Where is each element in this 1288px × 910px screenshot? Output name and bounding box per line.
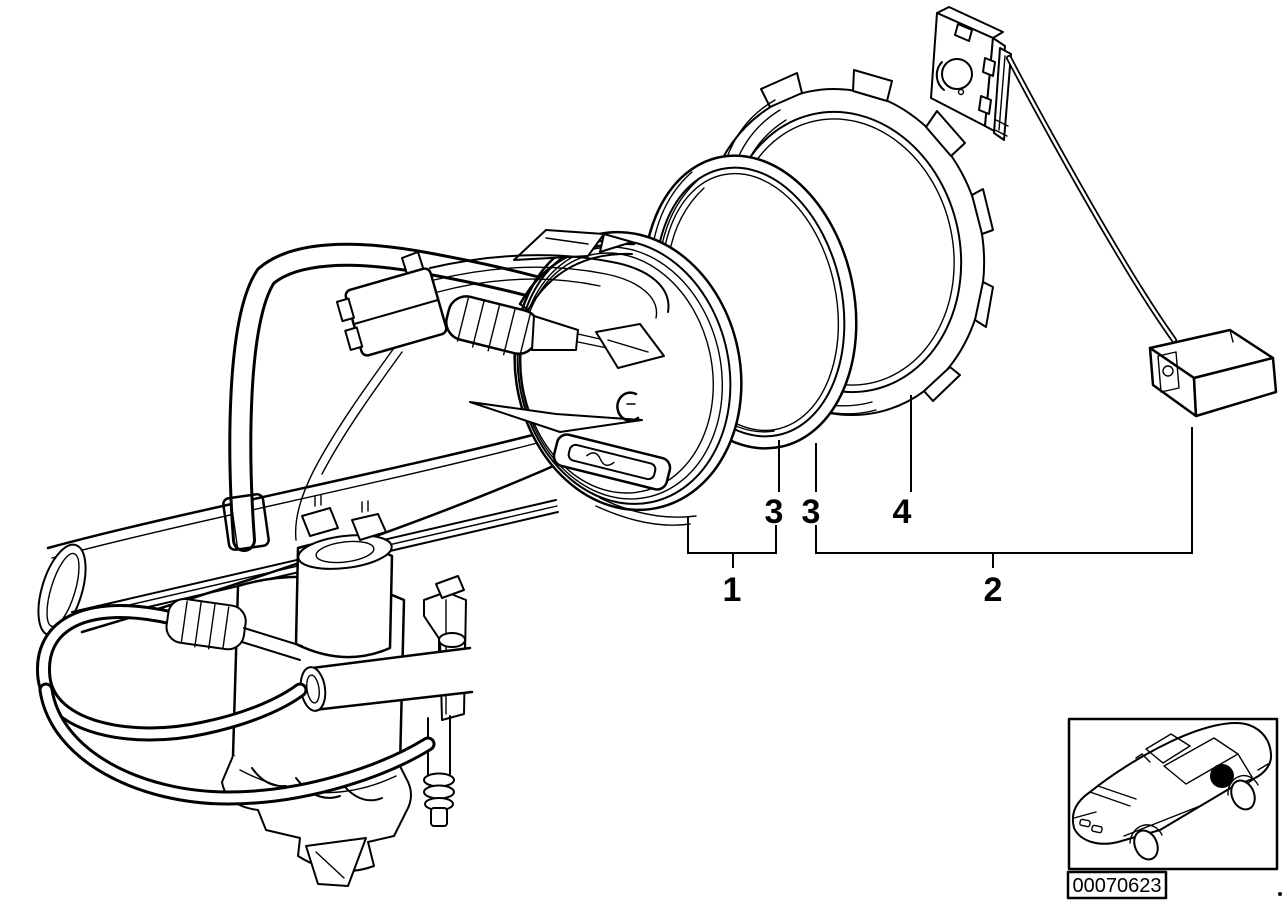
harness-hose: [223, 255, 560, 551]
flange-handle-slot: [552, 432, 672, 491]
hose-clamp: [223, 493, 270, 550]
sensor-float-box: [1150, 330, 1276, 416]
callout-leader-lines: [688, 396, 1192, 567]
callout-4: 4: [893, 493, 912, 531]
connector-plug: [335, 267, 448, 359]
callout-2: 2: [984, 571, 1003, 609]
car-location-box: [1069, 719, 1282, 896]
flange-dome: [470, 211, 767, 531]
image-number: 00070623: [1073, 875, 1162, 897]
image-number-box: 00070623: [1068, 872, 1166, 898]
fuel-pump-unit: [222, 495, 472, 886]
callout-1: 1: [723, 571, 742, 609]
car-outline-icon: [1073, 723, 1271, 863]
stray-dot: [1278, 892, 1282, 896]
harness-connector: [335, 252, 669, 368]
fuel-level-sensor: [931, 7, 1276, 416]
tank-location-marker: [1210, 764, 1234, 788]
callout-3-right: 3: [802, 493, 821, 531]
pump-hoses: [43, 597, 428, 798]
ribbed-coupling: [164, 597, 248, 653]
callout-labels: 3 3 4 1 2: [723, 493, 1003, 609]
callout-3-left: 3: [765, 493, 784, 531]
